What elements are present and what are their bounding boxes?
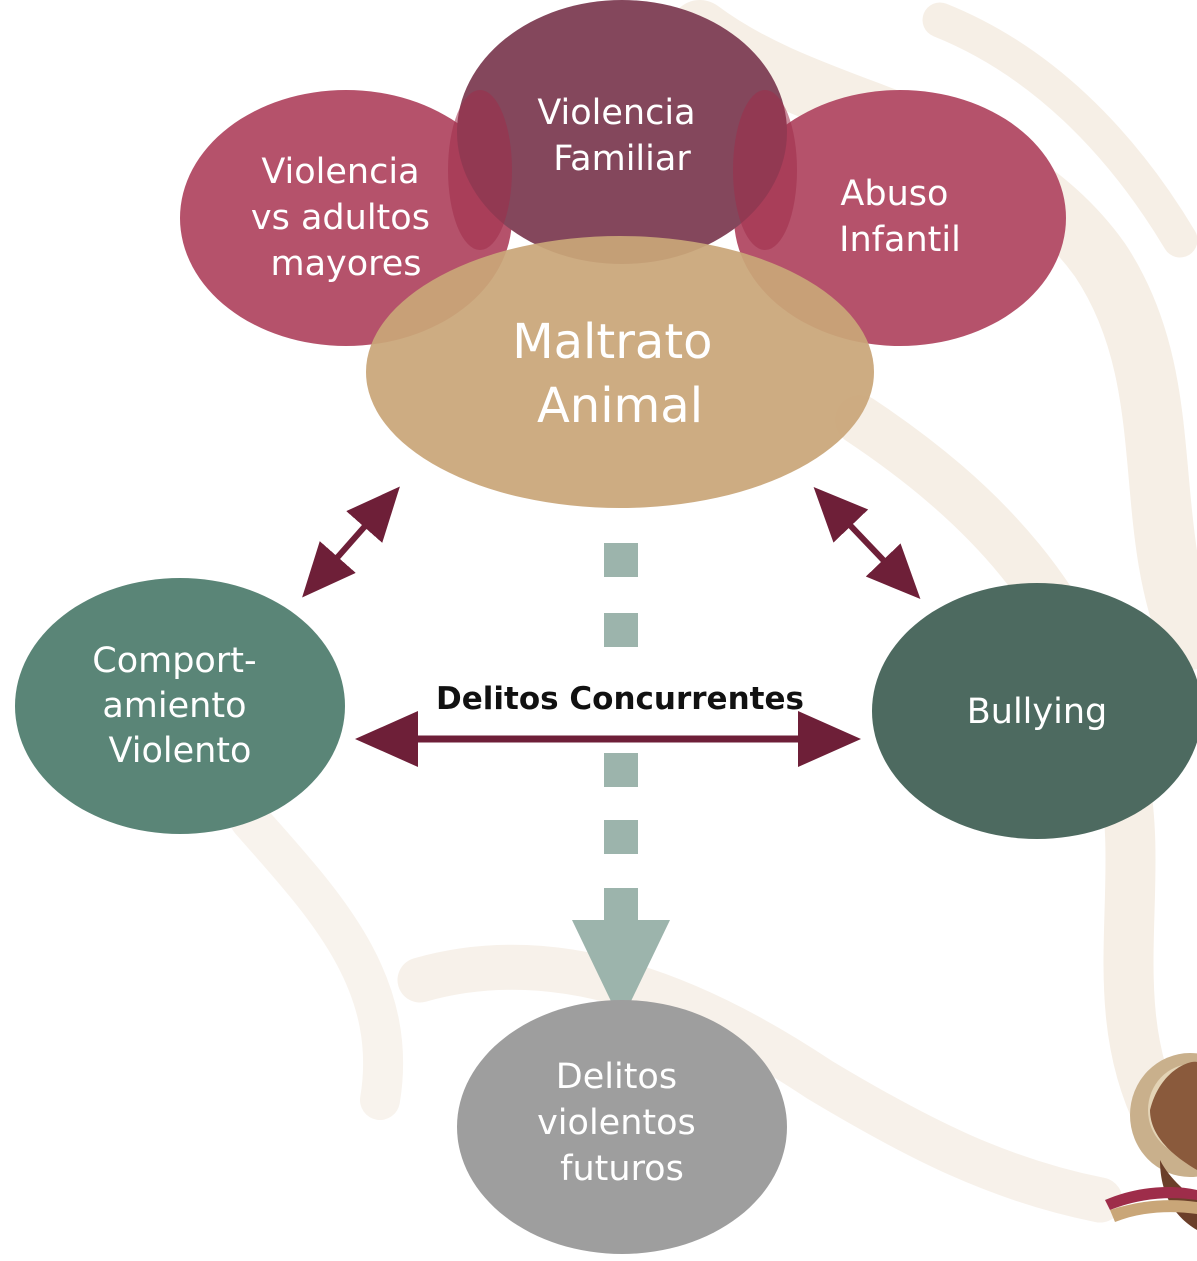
concurrent-crimes-label: Delitos Concurrentes — [436, 681, 804, 717]
down-arrow-head — [572, 920, 670, 1022]
future-crimes-label: Delitos violentos futuros — [537, 1057, 707, 1189]
overlap-tint-left — [448, 90, 512, 250]
node-elder-violence — [180, 90, 512, 346]
node-elder-violence-shape — [180, 90, 512, 346]
arrow-animal-bullying — [813, 486, 921, 600]
dash-segment-4 — [604, 820, 638, 854]
node-bullying-shape — [872, 583, 1197, 839]
arrow-shaft — [604, 888, 638, 922]
watermark-background — [230, 0, 1197, 1223]
dash-segment-2 — [604, 613, 638, 647]
elder-violence-label: Violencia vs adultos mayores — [251, 152, 441, 284]
node-future-crimes-shape — [457, 1000, 787, 1254]
revolutionary-figure-icon — [1105, 1053, 1197, 1230]
node-violent-behavior: Comport- amiento Violento — [15, 578, 345, 834]
node-family-violence-shape — [457, 0, 787, 264]
node-animal-abuse-shape — [366, 236, 874, 508]
bullying-label: Bullying — [967, 692, 1107, 732]
node-animal-abuse — [366, 236, 874, 508]
violent-behavior-label: Comport- amiento Violento — [92, 641, 267, 771]
overlap-tint-right — [733, 90, 797, 250]
dash-segment-3 — [604, 753, 638, 787]
arrow-animal-violent — [302, 486, 400, 598]
node-violent-behavior-shape — [15, 578, 345, 834]
family-violence-label: Violencia Familiar — [537, 93, 706, 179]
node-family-violence — [448, 0, 797, 264]
child-abuse-label: Abuso Infantil — [839, 174, 961, 260]
node-child-abuse — [734, 90, 1066, 346]
dashed-connector — [572, 543, 670, 1022]
animal-abuse-label: Maltrato Animal — [512, 314, 728, 434]
node-future-crimes: Delitos violentos futuros — [457, 1000, 787, 1254]
node-bullying: Bullying — [872, 583, 1197, 839]
node-child-abuse-shape — [734, 90, 1066, 346]
dash-segment-1 — [604, 543, 638, 577]
